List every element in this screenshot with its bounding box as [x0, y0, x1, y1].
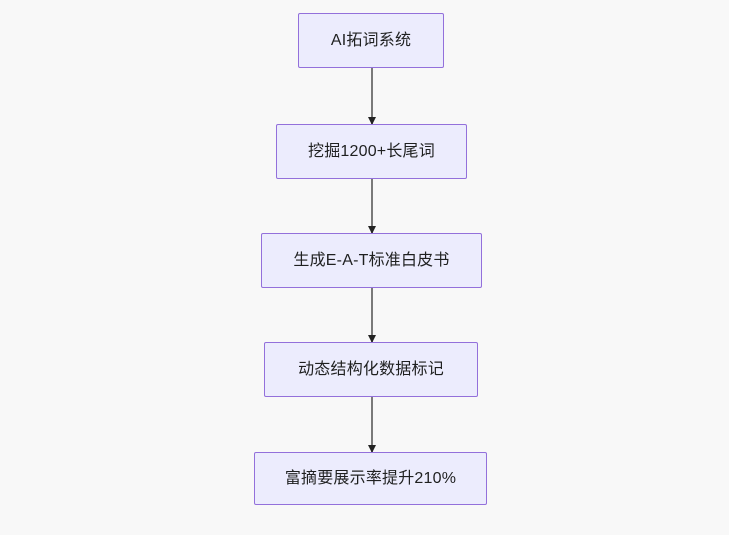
flow-node-ai-keyword-system[interactable]: AI拓词系统 [298, 13, 444, 68]
arrowhead-icon [367, 335, 376, 343]
connector-line [371, 288, 373, 342]
flow-node-rich-snippet-result[interactable]: 富摘要展示率提升210% [254, 452, 487, 505]
connector-line [371, 397, 373, 452]
flow-node-longtail-keywords[interactable]: 挖掘1200+长尾词 [276, 124, 467, 179]
flow-connector-4 [365, 397, 379, 453]
arrowhead-icon [367, 445, 376, 453]
flow-node-label: 生成E-A-T标准白皮书 [293, 251, 450, 269]
connector-line [371, 68, 373, 124]
flow-connector-1 [365, 68, 379, 125]
flow-node-label: 动态结构化数据标记 [298, 360, 444, 378]
flow-connector-2 [365, 179, 379, 234]
connector-line [371, 179, 373, 233]
flow-node-label: 富摘要展示率提升210% [284, 469, 457, 487]
arrowhead-icon [367, 226, 376, 234]
flow-node-label: 挖掘1200+长尾词 [308, 142, 435, 160]
flow-node-eat-whitepaper[interactable]: 生成E-A-T标准白皮书 [261, 233, 482, 288]
flow-node-structured-data-markup[interactable]: 动态结构化数据标记 [264, 342, 478, 397]
flow-node-label: AI拓词系统 [330, 31, 412, 49]
flow-connector-3 [365, 288, 379, 343]
arrowhead-icon [367, 117, 376, 125]
